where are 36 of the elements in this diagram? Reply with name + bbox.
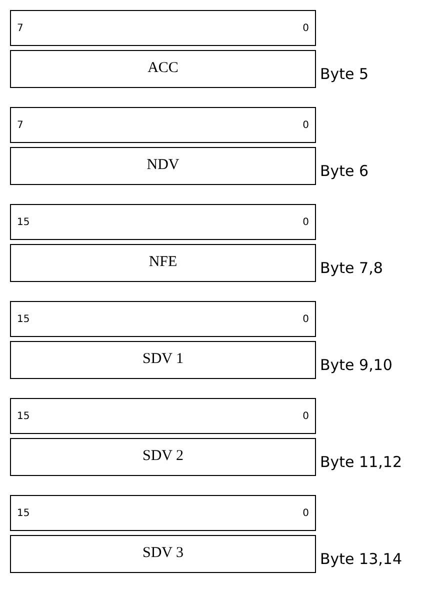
- register-name: NDV: [146, 157, 180, 174]
- msb-index: 15: [17, 314, 30, 325]
- register-box: [10, 341, 316, 379]
- byte-label: Byte 6: [320, 162, 369, 180]
- register-name: SDV 1: [142, 351, 184, 368]
- bit-range-box: [10, 204, 316, 240]
- msb-index: 15: [17, 508, 30, 519]
- register-box: [10, 244, 316, 282]
- register-name: NFE: [148, 254, 178, 271]
- byte-label: Byte 11,12: [320, 453, 402, 471]
- lsb-index: 0: [302, 508, 309, 519]
- bit-range-box: [10, 495, 316, 531]
- register-name: ACC: [146, 60, 180, 77]
- byte-label: Byte 7,8: [320, 259, 383, 277]
- register-name: SDV 2: [142, 448, 184, 465]
- register-box: [10, 50, 316, 88]
- register-box: [10, 147, 316, 185]
- lsb-index: 0: [302, 411, 309, 422]
- lsb-index: 0: [302, 23, 309, 34]
- lsb-index: 0: [302, 314, 309, 325]
- lsb-index: 0: [302, 217, 309, 228]
- bit-range-box: [10, 398, 316, 434]
- register-box: [10, 438, 316, 476]
- register-name: SDV 3: [142, 545, 184, 562]
- bit-range-box: [10, 301, 316, 337]
- msb-index: 15: [17, 411, 30, 422]
- bit-range-box: [10, 10, 316, 46]
- bit-range-box: [10, 107, 316, 143]
- msb-index: 7: [17, 120, 24, 131]
- register-box: [10, 535, 316, 573]
- byte-label: Byte 9,10: [320, 356, 392, 374]
- msb-index: 15: [17, 217, 30, 228]
- byte-label: Byte 13,14: [320, 550, 402, 568]
- msb-index: 7: [17, 23, 24, 34]
- byte-label: Byte 5: [320, 65, 369, 83]
- lsb-index: 0: [302, 120, 309, 131]
